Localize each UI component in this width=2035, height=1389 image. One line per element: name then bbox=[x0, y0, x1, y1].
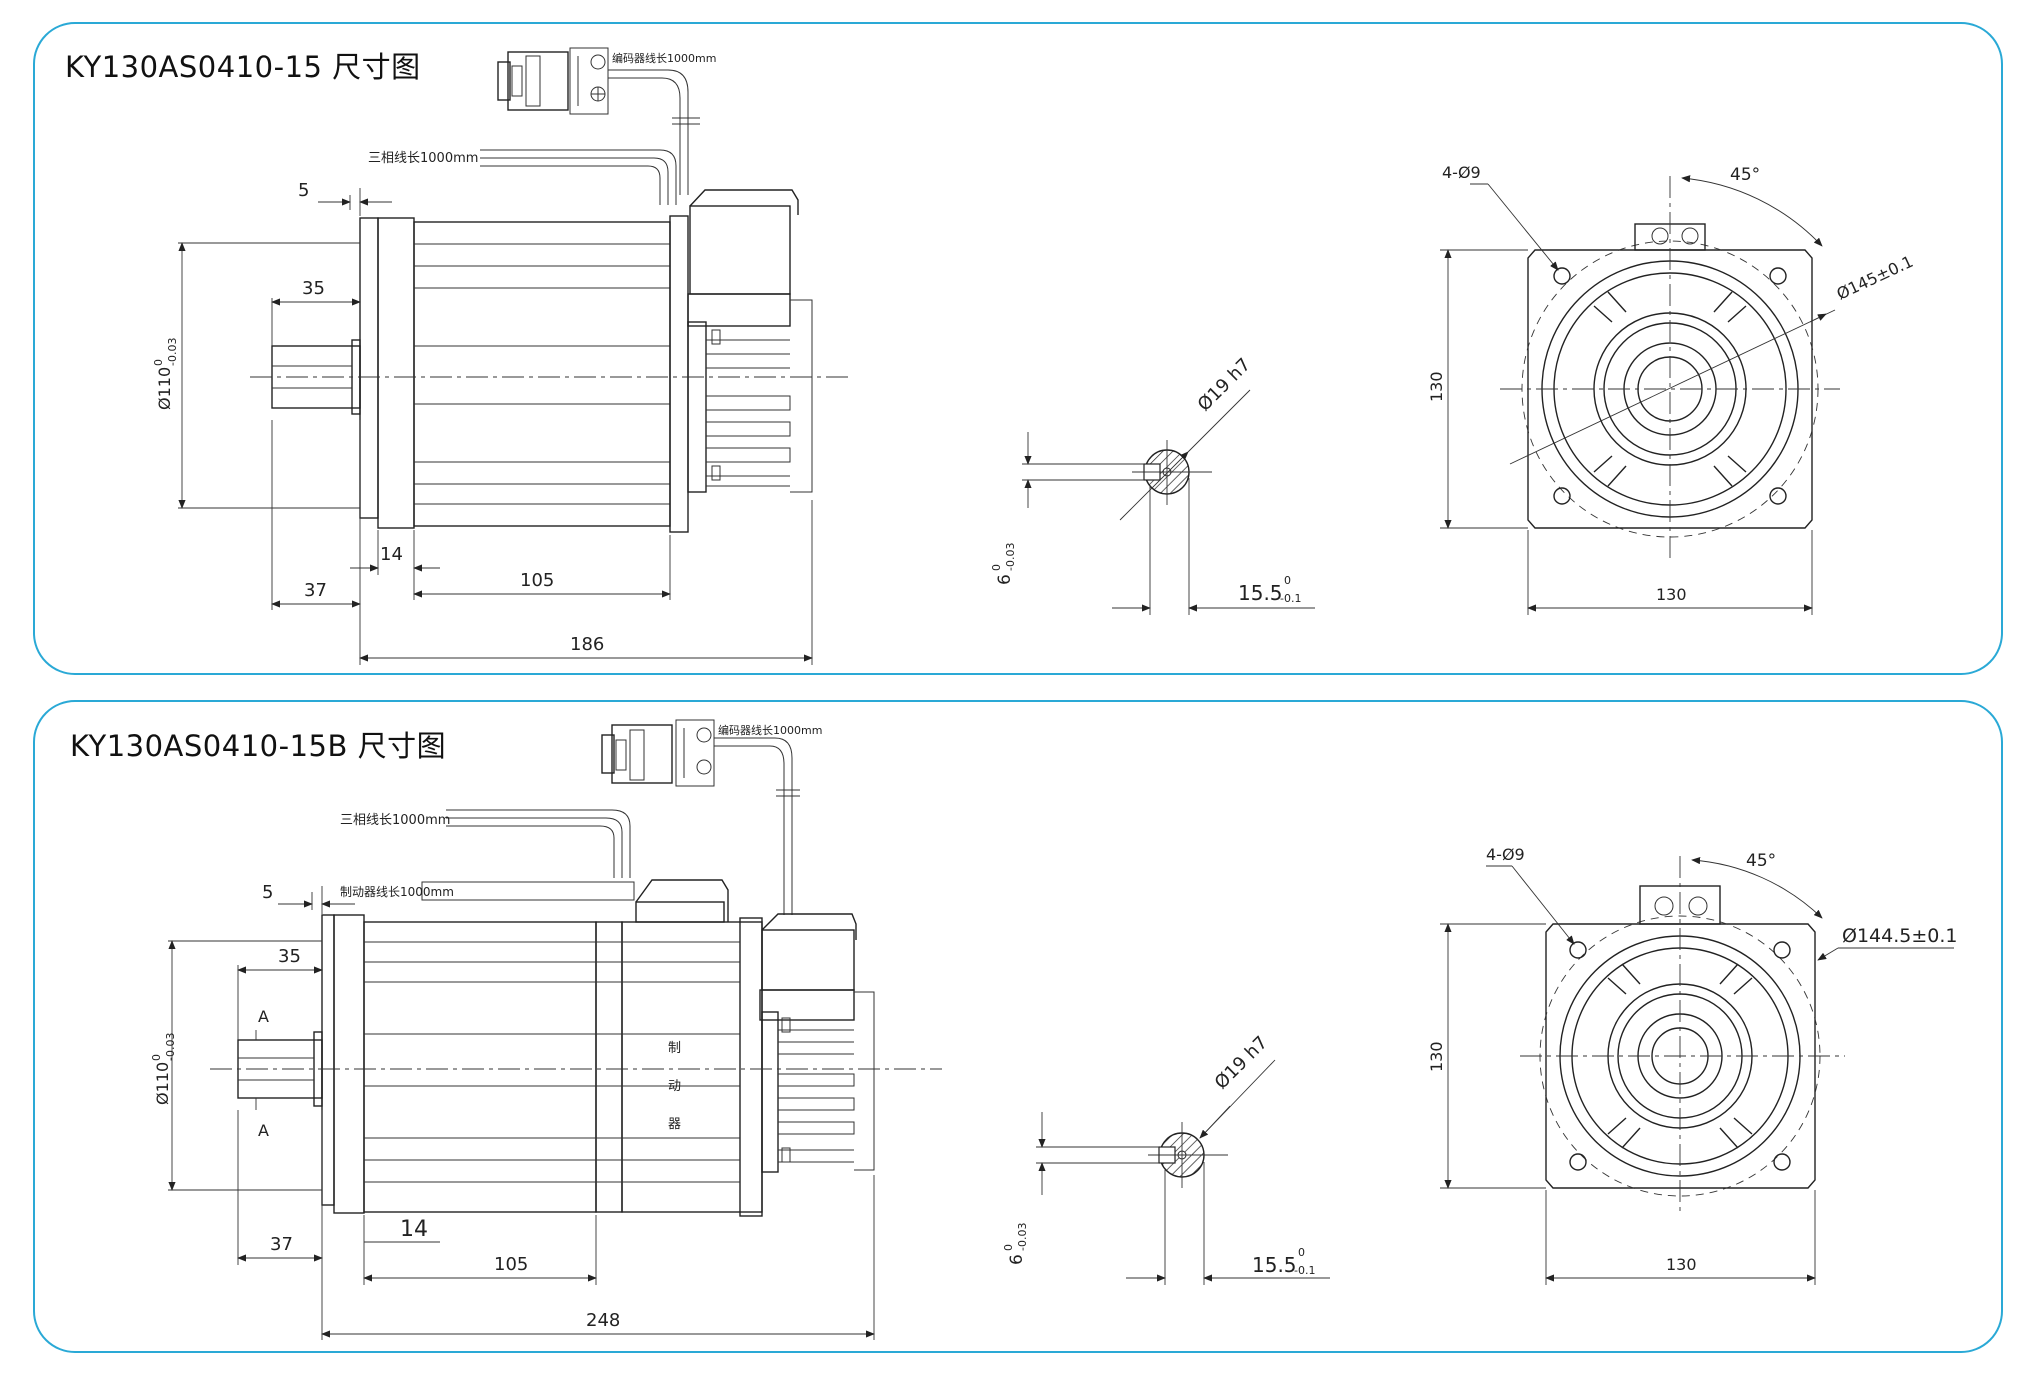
drawing-panel-2 bbox=[33, 700, 2003, 1353]
svg-text:15.5: 15.5 bbox=[1252, 1253, 1297, 1277]
svg-text:105: 105 bbox=[494, 1254, 528, 1275]
svg-text:45°: 45° bbox=[1730, 165, 1760, 185]
svg-text:Ø19 h7: Ø19 h7 bbox=[1194, 354, 1255, 415]
svg-text:动: 动 bbox=[668, 1079, 681, 1094]
svg-text:37: 37 bbox=[304, 580, 327, 601]
svg-text:35: 35 bbox=[302, 278, 325, 299]
svg-text:130: 130 bbox=[1427, 371, 1446, 402]
side-view-1: 编码器线长1000mm 三相线长1000mm bbox=[152, 47, 848, 665]
svg-text:-0.03: -0.03 bbox=[166, 338, 179, 366]
svg-text:15.5: 15.5 bbox=[1238, 581, 1283, 605]
svg-text:4-Ø9: 4-Ø9 bbox=[1486, 845, 1525, 864]
svg-text:0: 0 bbox=[1002, 1244, 1015, 1251]
svg-text:0: 0 bbox=[1284, 574, 1291, 587]
svg-text:Ø110: Ø110 bbox=[155, 367, 174, 410]
svg-text:-0.1: -0.1 bbox=[1294, 1264, 1315, 1277]
svg-text:A: A bbox=[258, 1007, 269, 1026]
svg-text:-0.03: -0.03 bbox=[164, 1033, 177, 1061]
svg-text:130: 130 bbox=[1427, 1041, 1446, 1072]
svg-text:6: 6 bbox=[1007, 1254, 1027, 1265]
svg-text:45°: 45° bbox=[1746, 851, 1776, 871]
svg-text:130: 130 bbox=[1656, 585, 1687, 604]
svg-text:248: 248 bbox=[586, 1310, 620, 1331]
front-view-1: Ø145±0.1 4-Ø9 45° 130 130 bbox=[1427, 163, 1916, 615]
svg-text:14: 14 bbox=[400, 1217, 428, 1242]
svg-text:0: 0 bbox=[1298, 1246, 1305, 1259]
svg-text:14: 14 bbox=[380, 544, 403, 565]
svg-text:三相线长1000mm: 三相线长1000mm bbox=[368, 151, 478, 166]
svg-text:编码器线长1000mm: 编码器线长1000mm bbox=[718, 723, 822, 737]
svg-text:编码器线长1000mm: 编码器线长1000mm bbox=[612, 51, 716, 65]
svg-text:Ø145±0.1: Ø145±0.1 bbox=[1834, 252, 1916, 304]
svg-text:制: 制 bbox=[668, 1041, 681, 1056]
svg-text:5: 5 bbox=[262, 882, 273, 903]
svg-text:三相线长1000mm: 三相线长1000mm bbox=[340, 813, 450, 828]
svg-text:Ø144.5±0.1: Ø144.5±0.1 bbox=[1842, 925, 1957, 947]
side-view-2: 编码器线长1000mm 三相线长1000mm 制动器线长1000mm 制 动 器 bbox=[150, 719, 942, 1340]
shaft-section-2: 6 0 -0.03 Ø19 h7 15.5 0 -0.1 bbox=[1002, 1032, 1330, 1285]
svg-text:-0.03: -0.03 bbox=[1004, 543, 1017, 571]
svg-text:35: 35 bbox=[278, 946, 301, 967]
svg-text:6: 6 bbox=[995, 574, 1015, 585]
shaft-section-1: 6 0 -0.03 Ø19 h7 15.5 0 -0.1 bbox=[990, 354, 1315, 615]
svg-text:0: 0 bbox=[152, 359, 165, 366]
svg-text:186: 186 bbox=[570, 634, 604, 655]
svg-text:4-Ø9: 4-Ø9 bbox=[1442, 163, 1481, 182]
svg-text:105: 105 bbox=[520, 570, 554, 591]
svg-text:130: 130 bbox=[1666, 1255, 1697, 1274]
svg-text:-0.1: -0.1 bbox=[1280, 592, 1301, 605]
svg-text:器: 器 bbox=[668, 1117, 681, 1132]
drawing-panel-1 bbox=[33, 22, 2003, 675]
svg-text:Ø110: Ø110 bbox=[153, 1062, 172, 1105]
drawing-title-2: KY130AS0410-15B 尺寸图 bbox=[70, 729, 447, 763]
svg-text:-0.03: -0.03 bbox=[1016, 1223, 1029, 1251]
svg-text:Ø19 h7: Ø19 h7 bbox=[1211, 1032, 1272, 1093]
svg-text:A: A bbox=[258, 1121, 269, 1140]
svg-text:0: 0 bbox=[150, 1054, 163, 1061]
svg-text:制动器线长1000mm: 制动器线长1000mm bbox=[340, 885, 454, 899]
svg-text:0: 0 bbox=[990, 564, 1003, 571]
drawing-title-1: KY130AS0410-15 尺寸图 bbox=[65, 50, 421, 84]
svg-text:37: 37 bbox=[270, 1234, 293, 1255]
svg-text:5: 5 bbox=[298, 180, 309, 201]
front-view-2: 4-Ø9 Ø144.5±0.1 45° 130 130 bbox=[1427, 845, 1957, 1285]
